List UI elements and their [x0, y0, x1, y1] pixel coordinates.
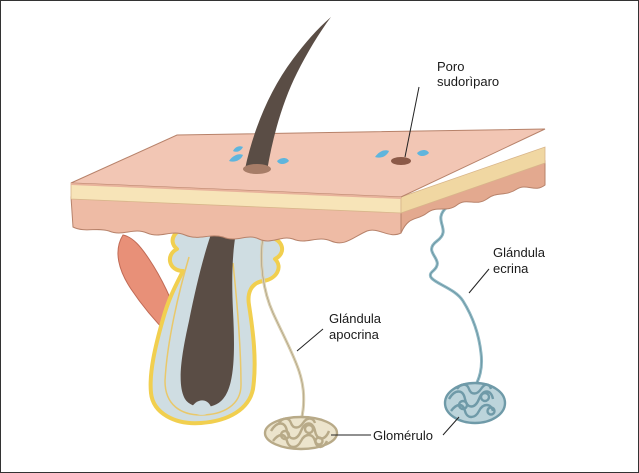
apocrine-glomerulus — [265, 417, 337, 449]
leader-apocrine — [297, 329, 323, 351]
label-glomerulus: Glomérulo — [373, 428, 433, 443]
label-apocrine-line2: apocrina — [329, 327, 380, 342]
label-eccrine-line1: Glándula — [493, 245, 546, 260]
label-sweat-pore-line1: Poro — [437, 59, 464, 74]
leader-eccrine — [469, 269, 489, 293]
sweat-pore — [391, 157, 411, 165]
label-sweat-pore-line2: sudorìparo — [437, 74, 499, 89]
eccrine-glomerulus — [445, 383, 505, 423]
label-apocrine-line1: Glándula — [329, 311, 382, 326]
leader-glomerulus-eccrine — [443, 417, 459, 435]
label-eccrine-line2: ecrina — [493, 261, 529, 276]
eccrine-gland-duct — [430, 207, 481, 387]
hair-pit — [243, 164, 271, 174]
